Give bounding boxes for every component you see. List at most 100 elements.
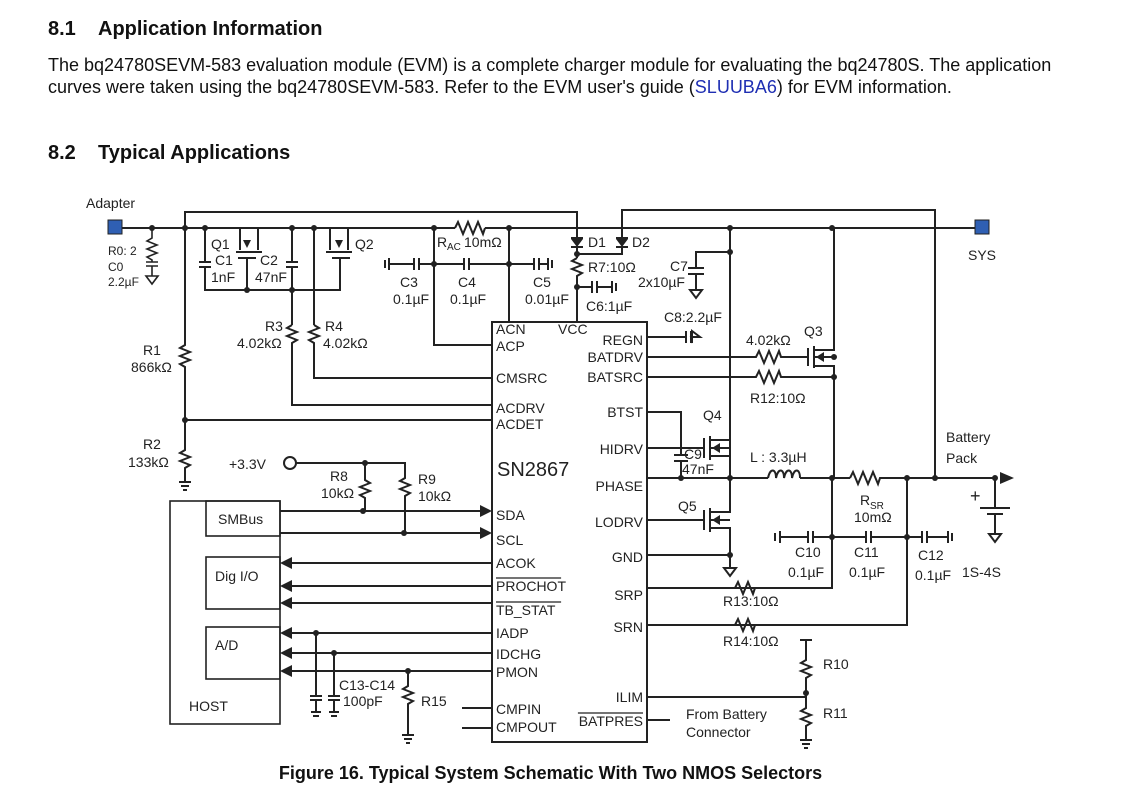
rac-value: 10mΩ <box>464 234 502 250</box>
c3-value: 0.1µF <box>393 291 429 307</box>
q2-label: Q2 <box>355 236 374 252</box>
ic-left-pins: ACNACPCMSRCACDRVACDETSDASCLACOKPROCHOTTB… <box>496 321 566 735</box>
input-selector-fets <box>199 228 352 325</box>
c13-c14-value: 100pF <box>343 693 383 709</box>
r9-value: 10kΩ <box>418 488 451 504</box>
ac-sense-caps <box>384 228 553 346</box>
pin-gnd: GND <box>612 549 643 565</box>
r3-r4 <box>284 324 492 406</box>
from-battery-label: From Battery <box>686 706 767 722</box>
pin-phase: PHASE <box>596 478 643 494</box>
c5-value: 0.01µF <box>525 291 569 307</box>
ilim-divider <box>647 639 814 749</box>
c11-value: 0.1µF <box>849 564 885 580</box>
pin-batsrc: BATSRC <box>587 369 643 385</box>
section-heading-8-2: 8.2 Typical Applications <box>48 142 290 165</box>
pin-acok: ACOK <box>496 555 536 571</box>
r0-c0-network <box>144 228 160 286</box>
r8-value: 10kΩ <box>321 485 354 501</box>
pin-tb_stat: TB_STAT <box>496 602 556 618</box>
host-block <box>169 500 492 744</box>
q3-gate-res: 4.02kΩ <box>746 332 791 348</box>
pin-acdet: ACDET <box>496 416 544 432</box>
c0-value: 2.2µF <box>108 275 139 289</box>
pin-batpres: BATPRES <box>579 713 643 729</box>
c6-label: C6:1µF <box>586 298 632 314</box>
switching-stage <box>647 411 995 578</box>
section-number: 8.2 <box>48 142 76 164</box>
pin-lodrv: LODRV <box>595 514 644 530</box>
c12-label: C12 <box>918 547 944 563</box>
c10-label: C10 <box>795 544 821 560</box>
pin-srn: SRN <box>613 619 643 635</box>
pin-iadp: IADP <box>496 625 529 641</box>
rsr-value: 10mΩ <box>854 509 892 525</box>
r1-r2-divider <box>177 228 492 491</box>
r3-label: R3 <box>265 318 283 334</box>
pin-sda: SDA <box>496 507 525 523</box>
v33-label: +3.3V <box>229 456 267 472</box>
rsr-label: R <box>860 492 870 508</box>
ic-right-pins: VCCREGNBATDRVBATSRCBTSTHIDRVPHASELODRVGN… <box>558 321 644 729</box>
rsr-sub: SR <box>870 501 884 512</box>
c10-value: 0.1µF <box>788 564 824 580</box>
plus-sign: + <box>970 486 981 506</box>
r4-value: 4.02kΩ <box>323 335 368 351</box>
pin-cmsrc: CMSRC <box>496 370 547 386</box>
c13-c14-label: C13-C14 <box>339 677 395 693</box>
cell-count-label: 1S-4S <box>962 564 1001 580</box>
pin-scl: SCL <box>496 532 523 548</box>
pin-vcc: VCC <box>558 321 588 337</box>
section-title: Typical Applications <box>98 142 291 164</box>
adapter-label: Adapter <box>86 195 135 211</box>
vcc-diodes <box>569 237 628 322</box>
r13-label: R13:10Ω <box>723 593 779 609</box>
c12-value: 0.1µF <box>915 567 951 583</box>
pin-regn: REGN <box>603 332 643 348</box>
q3-battery-fet <box>647 228 835 478</box>
rac-label: R <box>437 234 447 250</box>
r9-label: R9 <box>418 471 436 487</box>
pin-hidrv: HIDRV <box>600 441 644 457</box>
q3-label: Q3 <box>804 323 823 339</box>
paragraph-text-end: ) for EVM information. <box>776 77 952 97</box>
paragraph-text: The bq24780SEVM-583 evaluation module (E… <box>48 55 1052 97</box>
pin-ilim: ILIM <box>616 689 643 705</box>
c7-label: C7 <box>670 258 688 274</box>
r7-label: R7:10Ω <box>588 259 636 275</box>
q5-label: Q5 <box>678 498 697 514</box>
c5-label: C5 <box>533 274 551 290</box>
from-battery-label-2: Connector <box>686 724 751 740</box>
r3-value: 4.02kΩ <box>237 335 282 351</box>
battery-pack-label-2: Pack <box>946 450 978 466</box>
r2-value: 133kΩ <box>128 454 169 470</box>
pin-acn: ACN <box>496 321 526 337</box>
intro-paragraph: The bq24780SEVM-583 evaluation module (E… <box>48 54 1068 98</box>
c1-value: 1nF <box>211 269 235 285</box>
c2-value: 47nF <box>255 269 287 285</box>
r11-label: R11 <box>823 705 848 721</box>
r1-value: 866kΩ <box>131 359 172 375</box>
c7-cap <box>688 228 731 478</box>
c0-label: C0 <box>108 260 124 274</box>
host-label: HOST <box>189 698 228 714</box>
c9-label: C9 <box>684 446 702 462</box>
r1-label: R1 <box>143 342 161 358</box>
r14-label: R14:10Ω <box>723 633 779 649</box>
c8-label: C8:2.2µF <box>664 309 722 325</box>
pin-pmon: PMON <box>496 664 538 680</box>
c8-cap <box>647 329 703 344</box>
ic-sn2867 <box>491 321 648 743</box>
adapter-terminal <box>107 219 123 235</box>
d2-label: D2 <box>632 234 650 250</box>
pin-cmpin: CMPIN <box>496 701 541 717</box>
rac-sub: AC <box>447 242 461 253</box>
smbus-pullups <box>280 456 492 539</box>
r10-label: R10 <box>823 656 849 672</box>
ad-label: A/D <box>215 637 238 653</box>
c7-value: 2x10µF <box>638 274 685 290</box>
d1-label: D1 <box>588 234 606 250</box>
pin-acp: ACP <box>496 338 525 354</box>
sluuba6-link[interactable]: SLUUBA6 <box>694 77 777 97</box>
